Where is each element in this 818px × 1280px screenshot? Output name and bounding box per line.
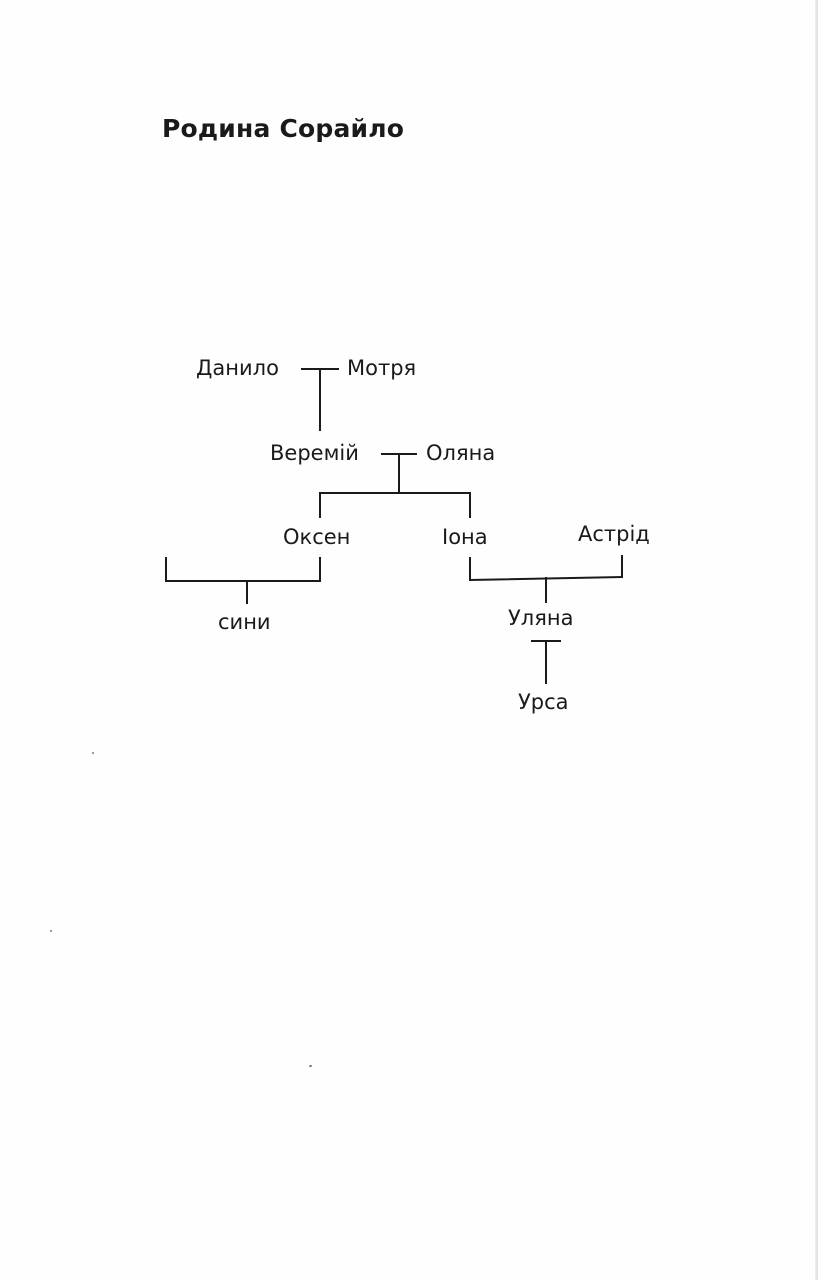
person-motria: Мотря	[347, 356, 417, 380]
person-oliana: Оляна	[426, 441, 496, 465]
paper-speck	[50, 930, 52, 932]
person-ursa: Урса	[518, 690, 569, 714]
person-astrid: Астрід	[578, 522, 650, 546]
paper-speck	[309, 1065, 312, 1067]
person-uliana: Уляна	[508, 606, 574, 630]
person-oksen: Оксен	[283, 525, 351, 549]
paper-speck	[92, 752, 94, 754]
person-danylo: Данило	[196, 356, 279, 380]
person-veremii: Веремій	[270, 441, 359, 465]
page-edge	[815, 0, 818, 1280]
person-iona: Іона	[442, 525, 488, 549]
person-syny: сини	[218, 610, 271, 634]
page-title: Родина Сорайло	[162, 114, 405, 143]
